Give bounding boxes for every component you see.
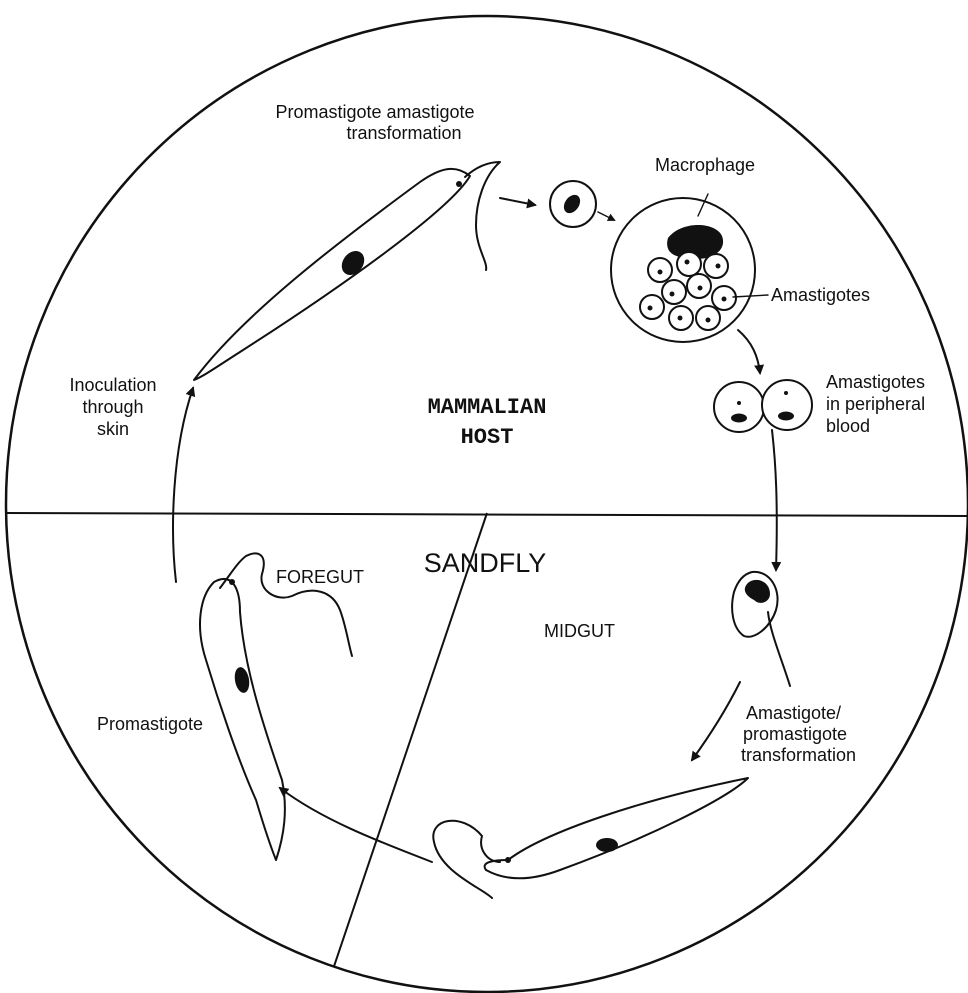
label-mammalian-host-line1: MAMMALIAN xyxy=(428,395,547,420)
label-amastigote-promastigote-transformation-line2: promastigote xyxy=(743,724,847,744)
label-foregut: FOREGUT xyxy=(276,567,364,587)
arrow-to-blood-amastigotes xyxy=(738,330,760,373)
label-promastigote-amastigote-transformation-line1: Promastigote amastigote xyxy=(275,102,474,122)
host-sandfly-divider xyxy=(0,513,968,516)
cycle-boundary-circle xyxy=(6,16,968,992)
cycle-arrow-to-transformation xyxy=(692,682,740,760)
label-inoculation-line3: skin xyxy=(97,419,129,439)
label-inoculation-line2: through xyxy=(82,397,143,417)
cycle-arrow-bottom-left xyxy=(280,788,432,862)
label-amastigotes-in-peripheral-blood-line1: Amastigotes xyxy=(826,372,925,392)
label-mammalian-host-line2: HOST xyxy=(461,425,514,450)
promastigote-transforming-drawing xyxy=(194,162,500,380)
label-midgut: MIDGUT xyxy=(544,621,615,641)
arrow-to-round-amastigote xyxy=(500,198,535,205)
label-promastigote: Promastigote xyxy=(97,714,203,734)
macrophage-drawing xyxy=(611,194,768,342)
cycle-arrow-right xyxy=(772,430,777,570)
label-macrophage: Macrophage xyxy=(655,155,755,175)
label-sandfly: SANDFLY xyxy=(424,548,547,578)
label-amastigote-promastigote-transformation-line3: transformation xyxy=(741,745,856,765)
midgut-amastigote-drawing xyxy=(732,572,790,686)
blood-amastigotes-drawing xyxy=(714,380,812,432)
label-amastigotes: Amastigotes xyxy=(771,285,870,305)
foregut-promastigote-drawing xyxy=(200,553,352,860)
arrow-to-macrophage xyxy=(598,212,614,220)
rounded-amastigote-drawing xyxy=(550,181,596,227)
label-amastigotes-in-peripheral-blood-line2: in peripheral xyxy=(826,394,925,414)
label-amastigotes-in-peripheral-blood-line3: blood xyxy=(826,416,870,436)
cycle-arrow-left-up xyxy=(173,388,193,582)
label-amastigote-promastigote-transformation-line1: Amastigote/ xyxy=(746,703,841,723)
midgut-promastigote-drawing xyxy=(433,778,748,898)
label-inoculation-line1: Inoculation xyxy=(69,375,156,395)
label-promastigote-amastigote-transformation-line2: transformation xyxy=(346,123,461,143)
